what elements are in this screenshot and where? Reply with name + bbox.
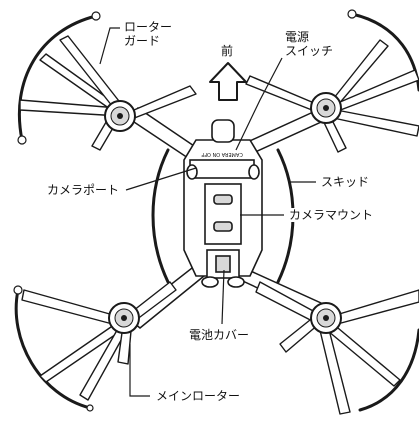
rotor-guard-label: ローター ガード	[123, 20, 174, 48]
rotor-guard-bottom-left	[14, 288, 92, 410]
board-text: CAMERA ON OFF	[201, 151, 243, 157]
camera-mount-label: カメラマウント	[288, 208, 375, 222]
motor-hubs	[104, 92, 342, 334]
main-rotor-label: メインローター	[155, 389, 242, 403]
leader-main-rotor	[129, 344, 150, 397]
leader-rotor-guard	[99, 27, 120, 65]
skid-left	[151, 148, 170, 284]
battery-cover-label: 電池カバー	[188, 328, 251, 342]
front-bump	[211, 119, 235, 143]
rotor-guard-bottom-right	[358, 328, 419, 412]
rotor-guard-top-left	[17, 14, 98, 142]
camera-mount-plate	[204, 183, 242, 245]
front-label: 前	[220, 44, 235, 58]
camera-port-label: カメラポート	[46, 183, 121, 197]
power-switch-label: 電源 スイッチ	[284, 30, 335, 58]
skid-label: スキッド	[320, 175, 371, 189]
leader-battery-cover	[221, 269, 225, 325]
leader-power-switch	[235, 57, 283, 151]
up-arrow-icon	[209, 62, 247, 101]
leader-camera-port	[125, 167, 197, 191]
